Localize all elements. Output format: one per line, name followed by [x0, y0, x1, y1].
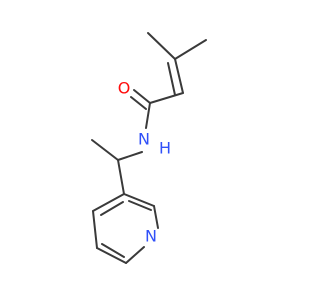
ring-bond-4 — [96, 247, 127, 264]
bond-carbonyl-oxygen-second — [130, 96, 147, 110]
amide-hydrogen-label: H — [159, 139, 171, 158]
bond-nitrogen-ch — [117, 151, 143, 161]
molecule-drawing: O N H N — [91, 32, 207, 264]
bond-c3-c2 — [174, 58, 184, 94]
structure-canvas: O N H N — [91, 32, 207, 264]
bond-ch-ring — [117, 159, 125, 195]
ring-inner-1 — [128, 200, 152, 211]
ring-bond-2 — [153, 205, 159, 229]
oxygen-label: O — [118, 79, 131, 98]
ring-inner-3 — [100, 201, 124, 216]
ring-bond-5 — [92, 210, 98, 249]
bond-methyl2-c3 — [174, 39, 207, 60]
bond-c2-carbonyl — [149, 92, 184, 104]
ring-bond-6 — [92, 193, 125, 212]
bond-ch-methyl — [91, 139, 119, 161]
ring-bond-3 — [125, 246, 145, 264]
bond-carbonyl-oxygen — [133, 89, 151, 104]
ring-inner-2 — [101, 243, 125, 258]
ring-nitrogen-label: N — [145, 227, 157, 246]
amide-nitrogen-label: N — [138, 130, 150, 149]
bond-c3-c2-second — [167, 62, 176, 96]
bond-carbonyl-nitrogen — [145, 102, 151, 129]
ring-bond-1 — [123, 193, 155, 207]
bond-methyl1-c3 — [147, 32, 176, 60]
